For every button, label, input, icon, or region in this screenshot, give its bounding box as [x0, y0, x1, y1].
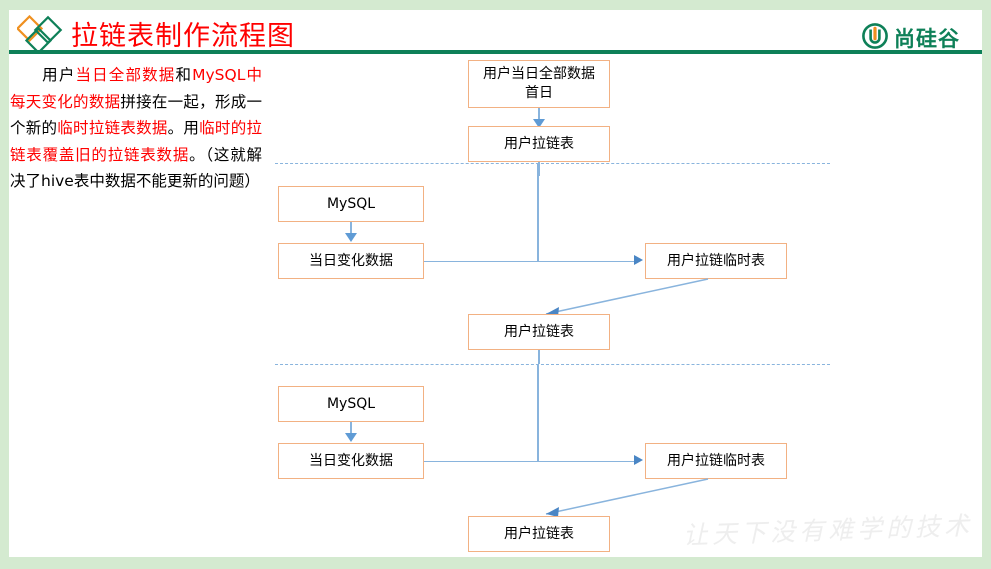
- connector-mysql1-to-change1: [350, 222, 352, 236]
- connector-temp2-to-zipper3: [530, 476, 710, 521]
- page-title: 拉链表制作流程图: [71, 21, 295, 52]
- connector-n1-to-n2: [538, 108, 540, 122]
- arrowhead-change1-to-temp1: [634, 255, 643, 265]
- node-user-zipper-table-1: 用户拉链表: [468, 126, 610, 162]
- desc-seg-1: 当日全部数据: [75, 66, 176, 84]
- node-label: 用户拉链表: [504, 323, 574, 340]
- node-label-line2: 首日: [525, 85, 553, 101]
- node-label: MySQL: [326, 195, 376, 212]
- node-label: 用户拉链表: [504, 525, 574, 542]
- section-divider-1: [275, 163, 830, 164]
- desc-seg-2: 和: [175, 66, 193, 84]
- node-mysql-1: MySQL: [278, 186, 424, 222]
- node-label: 用户拉链临时表: [667, 452, 765, 469]
- connector-zipper2-to-temp2-vertical: [537, 364, 539, 462]
- arrowhead-mysql2-to-change2: [345, 433, 357, 442]
- node-label: 当日变化数据: [309, 252, 393, 269]
- brand-name: 尚硅谷: [894, 27, 960, 51]
- description-paragraph: 用户当日全部数据和MySQL中每天变化的数据拼接在一起，形成一个新的临时拉链表数…: [10, 62, 262, 195]
- node-user-zipper-temp-table-2: 用户拉链临时表: [645, 443, 787, 479]
- frame-top-band: [0, 0, 991, 10]
- node-daily-change-data-2: 当日变化数据: [278, 443, 424, 479]
- frame-left-band: [0, 0, 9, 569]
- connector-change2-to-temp2: [424, 461, 636, 463]
- slide-header: 拉链表制作流程图 尚硅谷: [9, 10, 982, 55]
- frame-bottom-band: [0, 557, 991, 569]
- node-user-zipper-temp-table-1: 用户拉链临时表: [645, 243, 787, 279]
- connector-n2-down-through-divider: [538, 162, 540, 176]
- node-label: 用户拉链表: [504, 135, 574, 152]
- header-divider-rule: [9, 50, 982, 54]
- section-divider-2: [275, 364, 830, 365]
- connector-change1-to-temp1: [424, 261, 636, 263]
- desc-seg-5: 临时拉链表数据: [57, 119, 168, 137]
- node-mysql-2: MySQL: [278, 386, 424, 422]
- arrowhead-change2-to-temp2: [634, 455, 643, 465]
- diamonds-logo-icon: [15, 14, 67, 55]
- brand-logo: 尚硅谷: [862, 23, 960, 53]
- node-label: 用户拉链临时表: [667, 252, 765, 269]
- desc-seg-6: 。用: [167, 119, 200, 137]
- node-daily-change-data-1: 当日变化数据: [278, 243, 424, 279]
- desc-seg-0: 用户: [41, 66, 76, 84]
- arrowhead-n1-to-n2: [533, 119, 545, 128]
- node-label: MySQL: [326, 395, 376, 412]
- arrowhead-mysql1-to-change1: [345, 233, 357, 242]
- connector-zipper2-down-through-divider: [538, 350, 540, 364]
- node-label-line1: 用户当日全部数据: [483, 66, 595, 82]
- node-user-zipper-table-2: 用户拉链表: [468, 314, 610, 350]
- desc-seg-4: 拼接在一起，形成一个新的: [10, 92, 262, 138]
- frame-right-band: [982, 0, 991, 569]
- u-circle-icon: [862, 23, 888, 53]
- desc-seg-8: 。（这就解决了hive表中数据不能更新的问题）: [10, 145, 262, 191]
- node-user-full-data-first-day: 用户当日全部数据 首日: [468, 60, 610, 108]
- connector-mysql2-to-change2: [350, 422, 352, 436]
- connector-zipper1-to-temp1-vertical: [537, 163, 539, 262]
- node-user-zipper-table-3: 用户拉链表: [468, 516, 610, 552]
- desc-seg-3: MySQL中每天变化的数据: [10, 66, 262, 111]
- desc-seg-7: 临时的拉链表覆盖旧的拉链表数据: [10, 119, 262, 164]
- node-label: 当日变化数据: [309, 452, 393, 469]
